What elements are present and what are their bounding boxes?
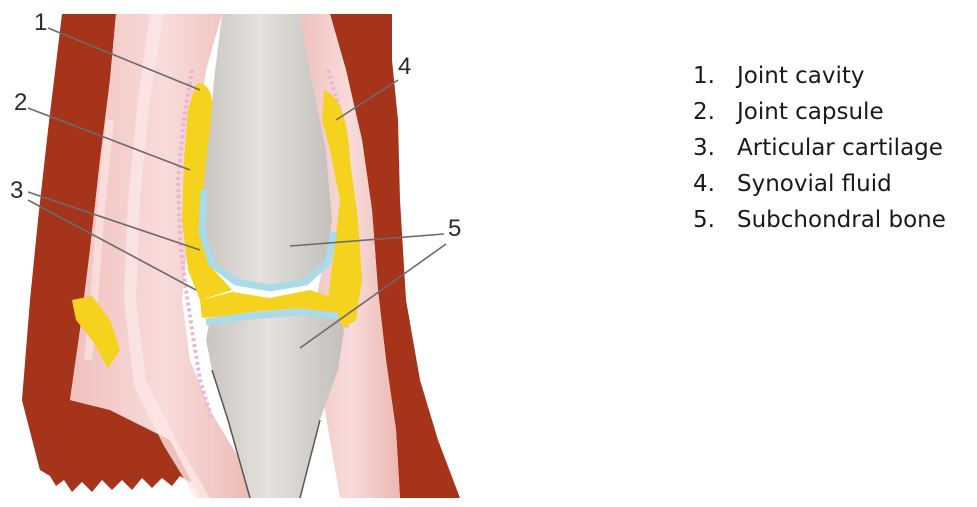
callout-1: 1 bbox=[34, 9, 47, 36]
callout-2: 2 bbox=[14, 89, 27, 116]
legend-item: 5. Subchondral bone bbox=[693, 202, 946, 238]
joint-diagram: 1 2 3 4 5 bbox=[0, 0, 560, 507]
callout-3: 3 bbox=[10, 177, 23, 204]
legend-item: 3. Articular cartilage bbox=[693, 130, 946, 166]
legend-item-number: 3. bbox=[693, 135, 737, 161]
callout-5: 5 bbox=[448, 215, 461, 242]
legend-item-text: Articular cartilage bbox=[737, 135, 943, 161]
legend-item: 1. Joint cavity bbox=[693, 58, 946, 94]
callout-4: 4 bbox=[398, 53, 411, 80]
legend-item-number: 4. bbox=[693, 171, 737, 197]
legend-item: 4. Synovial fluid bbox=[693, 166, 946, 202]
legend-item-text: Joint capsule bbox=[737, 99, 884, 125]
legend: 1. Joint cavity 2. Joint capsule 3. Arti… bbox=[693, 58, 946, 238]
legend-item: 2. Joint capsule bbox=[693, 94, 946, 130]
legend-item-text: Subchondral bone bbox=[737, 207, 946, 233]
legend-item-text: Synovial fluid bbox=[737, 171, 892, 197]
legend-item-number: 5. bbox=[693, 207, 737, 233]
legend-item-number: 2. bbox=[693, 99, 737, 125]
legend-item-number: 1. bbox=[693, 63, 737, 89]
legend-item-text: Joint cavity bbox=[737, 63, 865, 89]
